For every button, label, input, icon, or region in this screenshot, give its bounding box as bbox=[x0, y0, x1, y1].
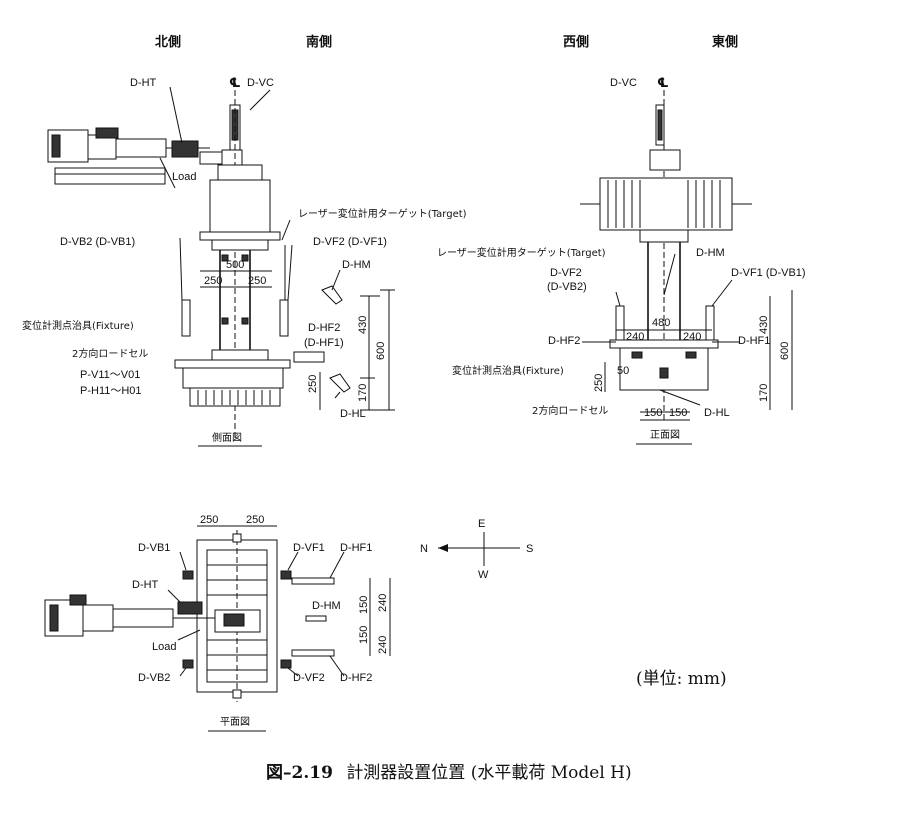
side-dvc-label: D-VC bbox=[247, 77, 274, 89]
plan-dvf1-label: D-VF1 bbox=[293, 542, 325, 554]
west-header: 西側 bbox=[563, 34, 589, 50]
front-dim-240b: 240 bbox=[683, 331, 701, 343]
side-dvb-label: D-VB2 (D-VB1) bbox=[60, 236, 135, 248]
plan-dim-150a: 150 bbox=[358, 596, 370, 614]
front-dvf2-label: D-VF2 bbox=[550, 267, 582, 279]
front-fixture-label: 変位計測点治具(Fixture) bbox=[452, 364, 564, 377]
side-actuator bbox=[47, 127, 243, 189]
front-dim-480: 480 bbox=[652, 317, 670, 329]
front-dhl-label: D-HL bbox=[704, 407, 730, 419]
plan-load-label: Load bbox=[152, 641, 176, 653]
plan-dim-150b: 150 bbox=[358, 626, 370, 644]
plan-view: 250 250 D-VB1 D-VF1 D-HF1 D-HT D-HM Load… bbox=[44, 514, 391, 732]
north-header: 北側 bbox=[155, 34, 181, 50]
side-dhf2-label: D-HF2 bbox=[308, 322, 340, 334]
front-loadcell-label: 2方向ロードセル bbox=[532, 404, 608, 417]
front-centerline-label: ℄ bbox=[657, 76, 669, 91]
plan-dht-label: D-HT bbox=[132, 579, 159, 591]
front-dvb2-label: (D-VB2) bbox=[547, 281, 587, 293]
compass-s: S bbox=[526, 543, 533, 555]
caption-text: 計測器設置位置 (水平載荷 Model H) bbox=[346, 763, 631, 783]
side-view-title: 側面図 bbox=[212, 431, 242, 444]
side-loadcell-label: 2方向ロードセル bbox=[72, 347, 148, 360]
plan-dim-240b: 240 bbox=[377, 636, 389, 654]
front-dim-150b: 150 bbox=[669, 407, 687, 419]
side-pv-label: P-V11～V01 bbox=[80, 369, 140, 381]
front-dim-600: 600 bbox=[779, 342, 791, 360]
side-ph-label: P-H11～H01 bbox=[80, 385, 142, 397]
plan-dhf2-label: D-HF2 bbox=[340, 672, 372, 684]
plan-dim-250b: 250 bbox=[246, 514, 264, 526]
side-target-label: レーザー変位計用ターゲット(Target) bbox=[298, 207, 467, 220]
side-dhf1-label: (D-HF1) bbox=[304, 337, 344, 349]
plan-dim-250a: 250 bbox=[200, 514, 218, 526]
front-dim-150a: 150 bbox=[644, 407, 662, 419]
side-dhl-label: D-HL bbox=[340, 408, 366, 420]
plan-dhf1-label: D-HF1 bbox=[340, 542, 372, 554]
front-view-title: 正面図 bbox=[650, 429, 680, 441]
front-dvf1-label: D-VF1 (D-VB1) bbox=[731, 267, 806, 279]
south-header: 南側 bbox=[306, 34, 332, 50]
side-dim-250c: 250 bbox=[307, 375, 319, 393]
side-dht-label: D-HT bbox=[130, 77, 157, 89]
plan-dim-240a: 240 bbox=[377, 594, 389, 612]
front-view: D-VC ℄ レーザー変位計用ターゲット(Target) D-HM D-VF2 … bbox=[437, 76, 806, 445]
front-dhf2-label: D-HF2 bbox=[548, 335, 580, 347]
plan-dvb1-label: D-VB1 bbox=[138, 542, 170, 554]
compass-e: E bbox=[478, 518, 485, 530]
front-target-label: レーザー変位計用ターゲット(Target) bbox=[437, 246, 606, 259]
east-header: 東側 bbox=[712, 34, 738, 50]
caption-number: 図–2.19 bbox=[266, 763, 333, 783]
compass: E N S W bbox=[420, 518, 533, 581]
front-dim-250: 250 bbox=[593, 374, 605, 392]
side-load-label: Load bbox=[172, 171, 196, 183]
compass-w: W bbox=[478, 569, 489, 581]
compass-n: N bbox=[420, 543, 428, 555]
plan-dvb2-label: D-VB2 bbox=[138, 672, 170, 684]
side-fixture-label: 変位計測点治具(Fixture) bbox=[22, 319, 134, 332]
side-dvf-label: D-VF2 (D-VF1) bbox=[313, 236, 387, 248]
side-dim-430: 430 bbox=[357, 316, 369, 334]
side-dim-600: 600 bbox=[375, 342, 387, 360]
figure-caption: 図–2.19 計測器設置位置 (水平載荷 Model H) bbox=[266, 763, 632, 783]
front-dim-50: 50 bbox=[617, 365, 629, 377]
front-dvc-label: D-VC bbox=[610, 77, 637, 89]
side-dim-250a: 250 bbox=[204, 275, 222, 287]
side-view: D-HT ℄ D-VC Load D-VB2 (D-VB1) レーザー変位計用タ… bbox=[22, 76, 467, 447]
side-centerline-label: ℄ bbox=[229, 76, 241, 91]
side-dhm-label: D-HM bbox=[342, 259, 371, 271]
side-specimen bbox=[174, 90, 351, 440]
front-dhf1-label: D-HF1 bbox=[738, 335, 770, 347]
unit-label: (単位: mm) bbox=[636, 669, 727, 689]
front-dhm-label: D-HM bbox=[696, 247, 725, 259]
front-dim-170: 170 bbox=[758, 384, 770, 402]
side-dim-170: 170 bbox=[357, 384, 369, 402]
plan-dhm-label: D-HM bbox=[312, 600, 341, 612]
side-dim-250b: 250 bbox=[248, 275, 266, 287]
front-dim-430: 430 bbox=[758, 316, 770, 334]
front-dim-240a: 240 bbox=[626, 331, 644, 343]
side-dim-500: 500 bbox=[226, 259, 244, 271]
plan-view-title: 平面図 bbox=[220, 716, 250, 728]
plan-dvf2-label: D-VF2 bbox=[293, 672, 325, 684]
